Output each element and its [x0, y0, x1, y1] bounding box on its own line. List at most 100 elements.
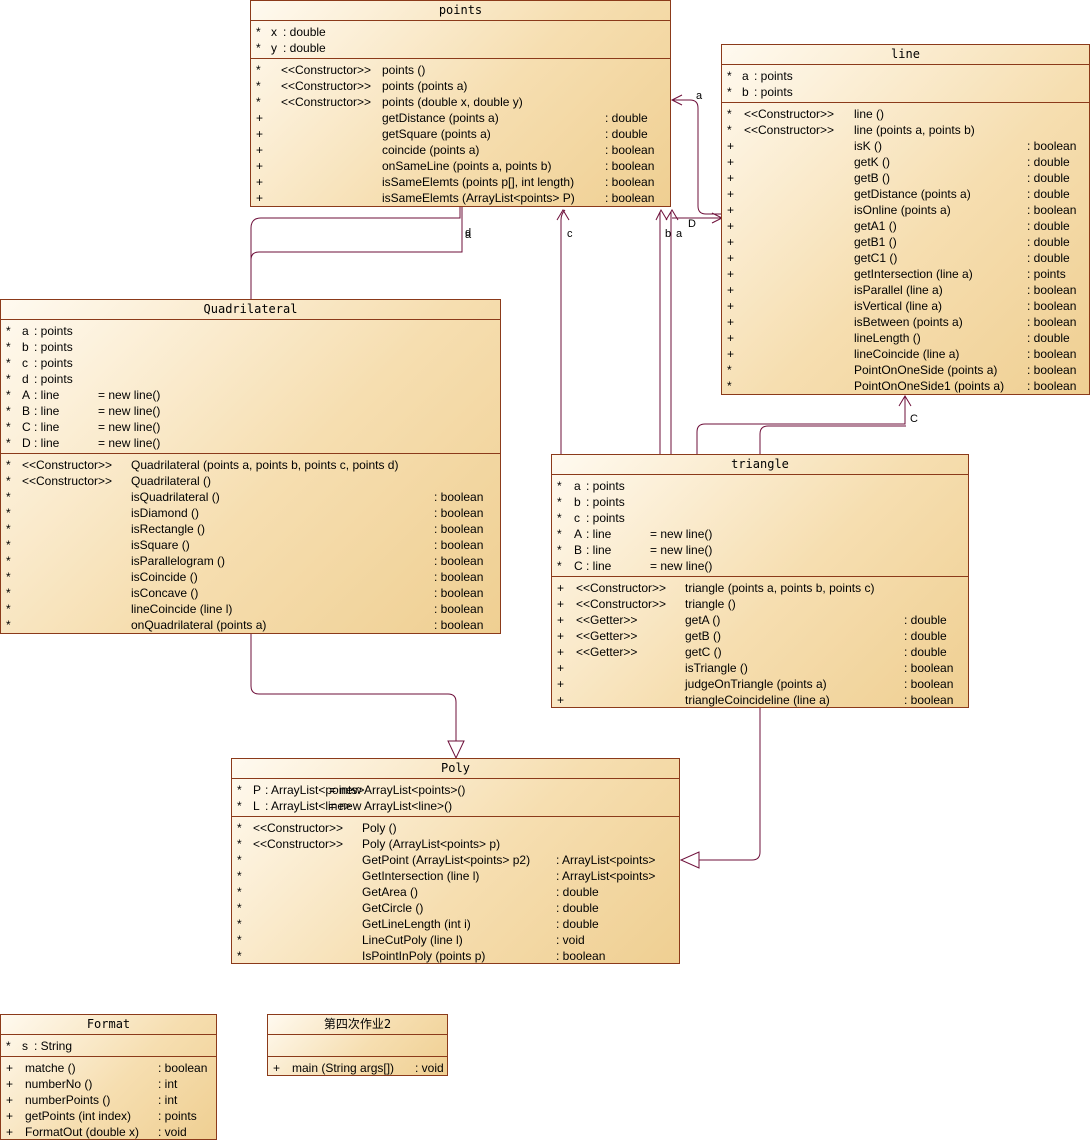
operation-row[interactable]: *LineCutPoly (line l): void: [232, 932, 679, 948]
operation-row[interactable]: +getC1 (): double: [722, 250, 1089, 266]
attribute-row: *A: line= new line(): [552, 526, 968, 542]
operation-signature: PointOnOneSide (points a): [854, 363, 998, 377]
operation-row[interactable]: *GetCircle (): double: [232, 900, 679, 916]
operation-row[interactable]: +isSameElemts (points p[], int length): …: [251, 174, 670, 190]
operation-row[interactable]: +getB (): double: [722, 170, 1089, 186]
operation-row[interactable]: +isOnline (points a): boolean: [722, 202, 1089, 218]
operation-row[interactable]: +getSquare (points a): double: [251, 126, 670, 142]
operation-row[interactable]: *GetArea (): double: [232, 884, 679, 900]
attribute-type: : points: [34, 324, 73, 338]
operation-row[interactable]: +lineLength (): double: [722, 330, 1089, 346]
operation-row[interactable]: *<<Constructor>>points (double x, double…: [251, 94, 670, 110]
operation-row[interactable]: *<<Constructor>>Poly (ArrayList<points> …: [232, 836, 679, 852]
operation-row[interactable]: *<<Constructor>>Quadrilateral (): [1, 473, 500, 489]
operation-row[interactable]: +getDistance (points a): double: [251, 110, 670, 126]
operation-visibility: *: [6, 570, 11, 584]
operation-row[interactable]: *PointOnOneSide1 (points a): boolean: [722, 378, 1089, 394]
operation-row[interactable]: *GetIntersection (line l): ArrayList<poi…: [232, 868, 679, 884]
attribute-visibility: *: [6, 436, 11, 450]
operation-return-type: : void: [556, 933, 585, 947]
operation-return-type: : boolean: [434, 618, 484, 632]
operation-signature: GetCircle (): [362, 901, 424, 915]
operation-row[interactable]: *<<Constructor>>line (): [722, 106, 1089, 122]
class-poly[interactable]: Poly*P: ArrayList<points>= new ArrayList…: [231, 758, 680, 964]
class-triangle[interactable]: triangle*a: points*b: points*c: points*A…: [551, 454, 969, 708]
attribute-visibility: *: [6, 404, 11, 418]
operation-row[interactable]: +getB1 (): double: [722, 234, 1089, 250]
operation-row[interactable]: *GetPoint (ArrayList<points> p2): ArrayL…: [232, 852, 679, 868]
attribute-visibility: *: [6, 372, 11, 386]
operation-row[interactable]: *GetLineLength (int i): double: [232, 916, 679, 932]
operation-row[interactable]: +numberPoints (): int: [1, 1092, 216, 1108]
operation-row[interactable]: *isSquare (): boolean: [1, 537, 500, 553]
generalization-arrowhead-quadrilateral: [447, 740, 465, 760]
operation-row[interactable]: +isVertical (line a): boolean: [722, 298, 1089, 314]
attribute-row: *C: line= new line(): [552, 558, 968, 574]
operation-row[interactable]: *isDiamond (): boolean: [1, 505, 500, 521]
operation-row[interactable]: +main (String args[]): void: [268, 1060, 447, 1076]
operation-row[interactable]: +getA1 (): double: [722, 218, 1089, 234]
operation-return-type: : boolean: [1027, 379, 1077, 393]
attribute-initial-value: = new line(): [650, 527, 713, 541]
operation-row[interactable]: +triangleCoincideline (line a): boolean: [552, 692, 968, 708]
operation-row[interactable]: *isConcave (): boolean: [1, 585, 500, 601]
operation-row[interactable]: *<<Constructor>>Quadrilateral (points a,…: [1, 457, 500, 473]
class-main[interactable]: 第四次作业2+main (String args[]): void: [267, 1014, 448, 1076]
operation-return-type: : points: [1027, 267, 1066, 281]
operation-visibility: *: [727, 123, 732, 137]
operation-row[interactable]: +coincide (points a): boolean: [251, 142, 670, 158]
operation-row[interactable]: *PointOnOneSide (points a): boolean: [722, 362, 1089, 378]
operation-row[interactable]: +onSameLine (points a, points b): boolea…: [251, 158, 670, 174]
operation-row[interactable]: *isQuadrilateral (): boolean: [1, 489, 500, 505]
operation-row[interactable]: *<<Constructor>>points (points a): [251, 78, 670, 94]
operation-row[interactable]: +isBetween (points a): boolean: [722, 314, 1089, 330]
operation-row[interactable]: +lineCoincide (line a): boolean: [722, 346, 1089, 362]
operation-row[interactable]: +<<Constructor>>triangle (points a, poin…: [552, 580, 968, 596]
operation-row[interactable]: +FormatOut (double x): void: [1, 1124, 216, 1140]
operation-row[interactable]: *<<Constructor>>line (points a, points b…: [722, 122, 1089, 138]
class-points[interactable]: points*x: double*y: double*<<Constructor…: [250, 0, 671, 207]
attribute-initial-value: = new line(): [98, 420, 161, 434]
operation-row[interactable]: +getDistance (points a): double: [722, 186, 1089, 202]
operation-row[interactable]: *isParallelogram (): boolean: [1, 553, 500, 569]
operation-row[interactable]: +isK (): boolean: [722, 138, 1089, 154]
operation-row[interactable]: +getK (): double: [722, 154, 1089, 170]
class-format[interactable]: Format*s: String+matche (): boolean+numb…: [0, 1014, 217, 1140]
operation-row[interactable]: +getIntersection (line a): points: [722, 266, 1089, 282]
operation-row[interactable]: +numberNo (): int: [1, 1076, 216, 1092]
operation-row[interactable]: *<<Constructor>>points (): [251, 62, 670, 78]
operation-row[interactable]: *lineCoincide (line l): boolean: [1, 601, 500, 617]
attribute-visibility: *: [557, 527, 562, 541]
operation-row[interactable]: *IsPointInPoly (points p): boolean: [232, 948, 679, 964]
operation-row[interactable]: +<<Getter>>getA (): double: [552, 612, 968, 628]
operation-row[interactable]: +matche (): boolean: [1, 1060, 216, 1076]
operation-return-type: : boolean: [1027, 299, 1077, 313]
attribute-type: : line: [586, 559, 612, 573]
attribute-visibility: *: [557, 495, 562, 509]
generalization-quadrilateral-poly: [250, 634, 457, 741]
operation-row[interactable]: +isParallel (line a): boolean: [722, 282, 1089, 298]
operation-row[interactable]: +getPoints (int index): points: [1, 1108, 216, 1124]
operation-row[interactable]: +isSameElemts (ArrayList<points> P): boo…: [251, 190, 670, 206]
operation-row[interactable]: *<<Constructor>>Poly (): [232, 820, 679, 836]
operation-return-type: : void: [415, 1061, 444, 1075]
class-line[interactable]: line*a: points*b: points*<<Constructor>>…: [721, 44, 1090, 395]
operation-row[interactable]: +<<Constructor>>triangle (): [552, 596, 968, 612]
operation-row[interactable]: *isCoincide (): boolean: [1, 569, 500, 585]
operation-visibility: *: [6, 538, 11, 552]
operation-row[interactable]: +<<Getter>>getB (): double: [552, 628, 968, 644]
class-quadrilateral[interactable]: Quadrilateral*a: points*b: points*c: poi…: [0, 299, 501, 634]
operation-row[interactable]: *onQuadrilateral (points a): boolean: [1, 617, 500, 633]
attribute-row: *A: line= new line(): [1, 387, 500, 403]
operation-row[interactable]: *isRectangle (): boolean: [1, 521, 500, 537]
class-name: Quadrilateral: [1, 300, 500, 320]
attribute-type: : points: [34, 356, 73, 370]
operation-visibility: +: [557, 597, 565, 611]
attribute-row: *x: double: [251, 24, 670, 40]
operation-row[interactable]: +isTriangle (): boolean: [552, 660, 968, 676]
operation-signature: isParallel (line a): [854, 283, 943, 297]
mult-tri-to-points-b: b: [665, 228, 672, 240]
attribute-row: *y: double: [251, 40, 670, 56]
operation-row[interactable]: +<<Getter>>getC (): double: [552, 644, 968, 660]
operation-row[interactable]: +judgeOnTriangle (points a): boolean: [552, 676, 968, 692]
